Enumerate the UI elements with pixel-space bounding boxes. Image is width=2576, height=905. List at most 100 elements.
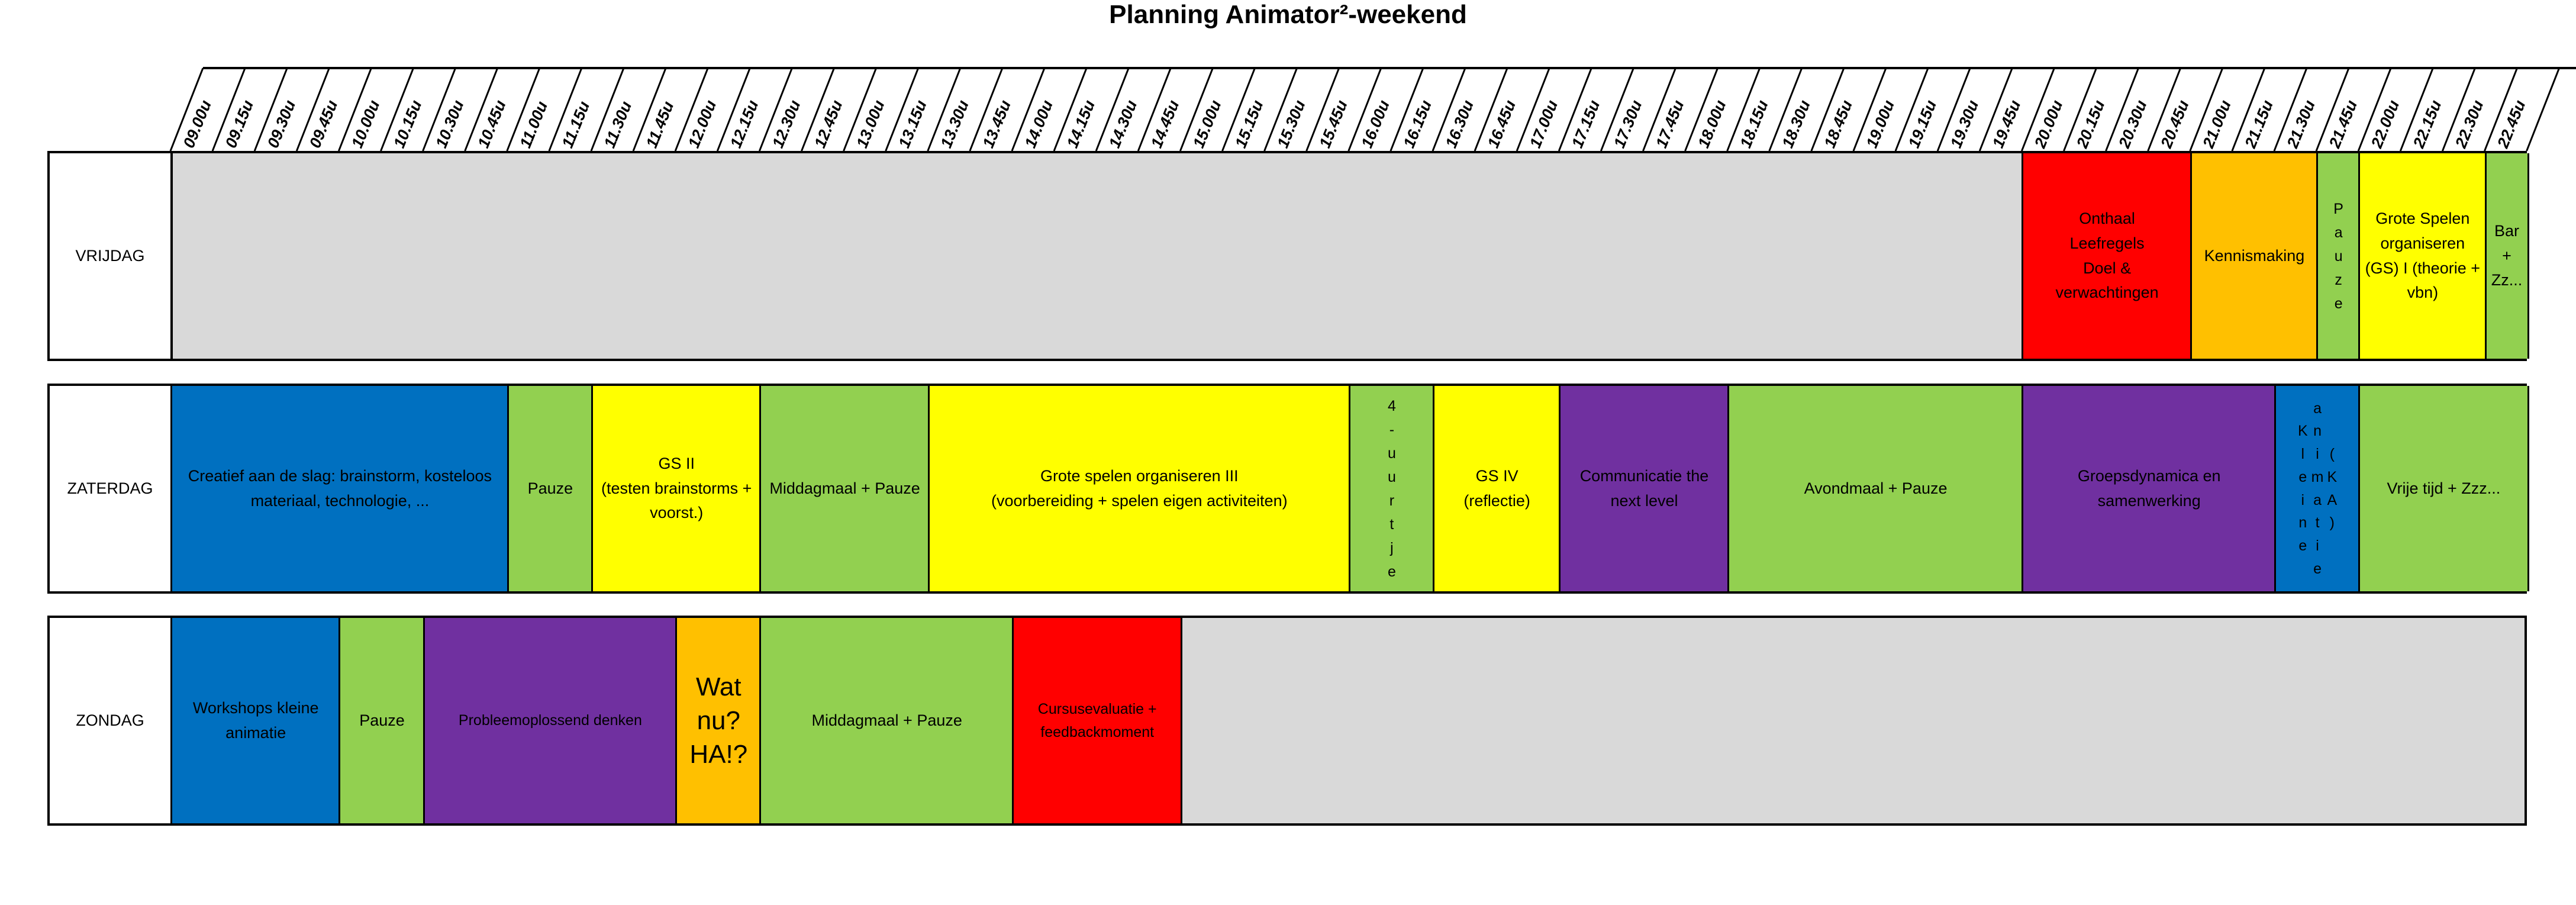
header-divider (1011, 67, 1046, 152)
time-label: 13.00u (853, 98, 888, 151)
header-divider (295, 67, 330, 152)
header-divider (1095, 67, 1130, 152)
header-divider (1768, 67, 1803, 152)
time-label: 18.45u (1821, 98, 1856, 151)
time-label: 19.00u (1863, 98, 1898, 151)
time-label: 13.30u (937, 98, 972, 151)
time-label: 10.15u (390, 98, 425, 151)
day-label-vrijdag: VRIJDAG (47, 151, 170, 361)
header-divider (380, 67, 414, 152)
header-divider (1852, 67, 1887, 152)
time-label: 14.45u (1147, 98, 1182, 151)
header-divider (2273, 67, 2308, 152)
activity-block: Kennismaking (2190, 153, 2319, 359)
header-divider (2021, 67, 2055, 152)
time-label: 11.30u (601, 98, 636, 150)
time-label: 14.15u (1063, 98, 1098, 151)
time-label: 22.00u (2368, 98, 2403, 152)
activity-block: Bar + Zz... (2484, 153, 2529, 359)
time-label: 21.15u (2241, 98, 2277, 152)
time-label: 22.30u (2452, 98, 2487, 152)
time-label: 09.00u (180, 98, 215, 151)
vertical-text-col: ( K A ) (2327, 446, 2338, 532)
time-label: 11.00u (517, 98, 552, 150)
header-divider (1684, 67, 1719, 152)
header-divider (759, 67, 793, 152)
header-divider (1263, 67, 1298, 152)
header-divider (1894, 67, 1929, 152)
time-label: 20.45u (2157, 98, 2193, 152)
time-label: 10.45u (474, 98, 509, 151)
header-divider (253, 67, 288, 152)
day-row-zaterdag: Creatief aan de slag: brainstorm, kostel… (170, 384, 2529, 594)
time-label: 09.15u (222, 98, 257, 151)
time-label: 13.15u (895, 98, 930, 151)
time-label: 15.45u (1316, 98, 1350, 151)
time-label: 20.15u (2073, 98, 2108, 152)
day-label-zondag: ZONDAG (47, 616, 170, 826)
time-label: 17.45u (1652, 98, 1687, 151)
header-divider (1600, 67, 1634, 152)
time-label: 22.45u (2494, 98, 2529, 152)
day-label-zaterdag: ZATERDAG (47, 384, 170, 594)
header-divider (1936, 67, 1971, 152)
time-label: 17.15u (1568, 98, 1603, 151)
header-divider (506, 67, 541, 152)
header-divider (969, 67, 1004, 152)
time-label: 15.30u (1274, 98, 1308, 151)
activity-block: Vrije tijd + Zzz... (2358, 386, 2529, 591)
time-label: 20.30u (2115, 98, 2151, 152)
header-divider (1474, 67, 1508, 152)
time-label: 10.30u (432, 98, 467, 151)
time-label: 11.45u (643, 98, 678, 150)
header-divider (2484, 67, 2518, 152)
time-label: 09.45u (306, 98, 341, 151)
time-label: 17.00u (1526, 98, 1561, 151)
time-label: 12.00u (685, 98, 720, 151)
header-divider (1305, 67, 1340, 152)
activity-block: Creatief aan de slag: brainstorm, kostel… (170, 386, 510, 591)
header-divider (169, 67, 204, 152)
header-divider (1726, 67, 1761, 152)
header-divider (590, 67, 625, 152)
header-divider (1642, 67, 1677, 152)
time-label: 20.00u (2031, 98, 2066, 152)
header-divider (548, 67, 583, 152)
time-label: 14.30u (1105, 98, 1140, 151)
activity-block: GS IV (reflectie) (1433, 386, 1562, 591)
header-divider (1137, 67, 1172, 152)
activity-block: Middagmaal + Pauze (759, 618, 1014, 823)
activity-block: 4 - u u r t j e (1348, 386, 1435, 591)
activity-block: Groepsdynamica en samenwerking (2022, 386, 2277, 591)
time-label: 16.30u (1442, 98, 1477, 151)
activity-block: Workshops kleine animatie (170, 618, 341, 823)
time-label: 16.45u (1484, 98, 1519, 151)
time-label: 18.00u (1694, 98, 1729, 151)
time-label: 13.45u (979, 98, 1014, 151)
header-divider (1516, 67, 1550, 152)
activity-block: P a u z e (2316, 153, 2361, 359)
header-divider (338, 67, 372, 152)
header-divider (674, 67, 709, 152)
header-divider (464, 67, 499, 152)
header-divider (843, 67, 877, 152)
header-divider (1810, 67, 1845, 152)
header-divider (2189, 67, 2224, 152)
header-divider (1978, 67, 2013, 152)
activity-block: Grote Spelen organiseren (GS) I (theorie… (2358, 153, 2487, 359)
time-label: 14.00u (1021, 98, 1056, 151)
time-label: 12.45u (811, 98, 846, 151)
page-title: Planning Animator²-weekend (1109, 0, 1467, 29)
time-label: 21.45u (2325, 98, 2361, 152)
header-divider (1558, 67, 1592, 152)
time-label: 22.15u (2410, 98, 2445, 152)
activity-block: Wat nu? HA!? (675, 618, 762, 823)
time-label: 18.15u (1736, 98, 1771, 151)
time-label: 18.30u (1779, 98, 1814, 151)
header-divider (1053, 67, 1088, 152)
